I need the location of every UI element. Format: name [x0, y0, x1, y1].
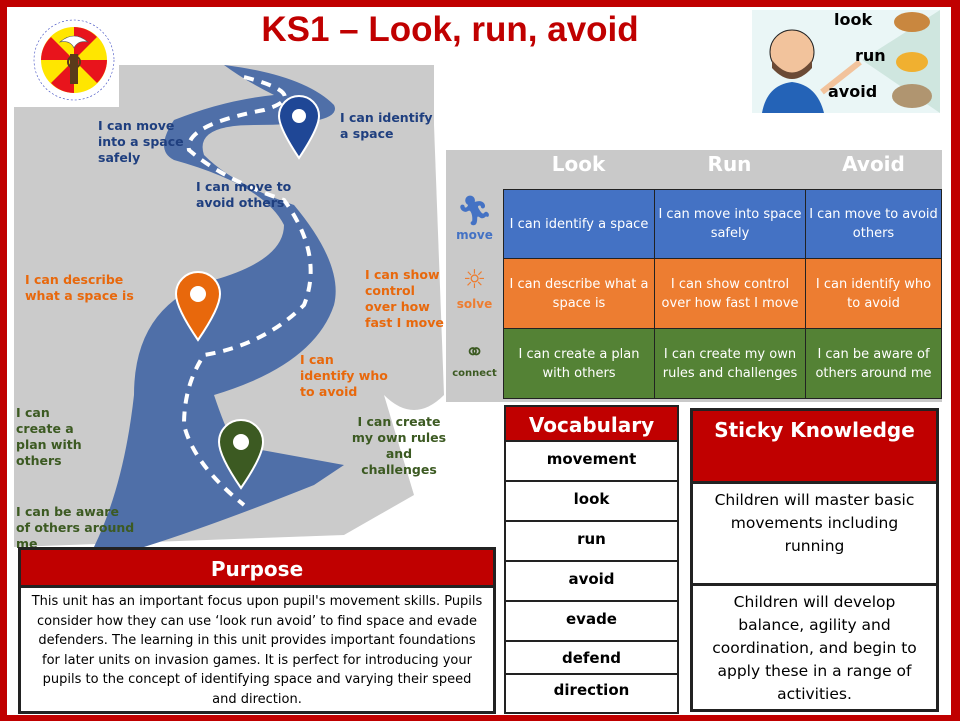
road-label-aware-others: I can be aware of others around me — [16, 504, 135, 551]
skills-grid: Look Run Avoid 🏃︎move ☼solve ⚭connect I … — [446, 150, 942, 402]
page-title: KS1 – Look, run, avoid — [261, 10, 639, 49]
row-label-solve: ☼solve — [446, 263, 503, 311]
vocab-word: evade — [504, 602, 679, 642]
grid-cell: I can move to avoid others — [805, 189, 942, 259]
bitmoji-word-run: run — [855, 46, 886, 65]
grid-cell: I can identify who to avoid — [805, 258, 942, 329]
road-label-identify-avoid: I can identify who to avoid — [300, 352, 388, 399]
vocab-word: avoid — [504, 562, 679, 602]
road-label-move-into-space: I can move into a space safely — [98, 118, 184, 165]
grid-cell: I can identify a space — [503, 189, 655, 259]
road-label-identify-space: I can identify a space — [340, 110, 433, 141]
vocabulary-box: Vocabulary movement look run avoid evade… — [504, 405, 679, 714]
vocab-word: look — [504, 482, 679, 522]
bitmoji-illustration: look run avoid — [752, 10, 940, 113]
bitmoji-word-look: look — [834, 10, 873, 29]
purpose-title: Purpose — [21, 550, 493, 588]
vocab-word: movement — [504, 442, 679, 482]
lightbulb-icon: ☼ — [462, 265, 487, 295]
sticky-knowledge-box: Sticky Knowledge Children will master ba… — [690, 408, 939, 712]
road-label-move-avoid: I can move to avoid others — [196, 179, 292, 210]
road-illustration — [14, 65, 444, 547]
grid-cell: I can create my own rules and challenges — [654, 328, 806, 399]
vocabulary-title: Vocabulary — [504, 405, 679, 442]
grid-cell: I can move into space safely — [654, 189, 806, 259]
sticky-item: Children will develop balance, agility a… — [712, 593, 917, 703]
map-pin-orange-icon — [174, 270, 222, 342]
grid-cell: I can describe what a space is — [503, 258, 655, 329]
vocab-word: defend — [504, 642, 679, 675]
road-label-own-rules: I can create my own rules and challenges — [351, 414, 447, 477]
grid-header-run: Run — [707, 152, 752, 176]
road-label-show-control: I can show control over how fast I move — [365, 267, 444, 330]
map-pin-blue-icon — [277, 94, 321, 160]
road-label-describe-space: I can describe what a space is — [25, 272, 134, 303]
sticky-item: Children will master basic movements inc… — [693, 484, 936, 586]
teacher-avatar-icon — [762, 10, 940, 113]
row-label-connect: ⚭connect — [446, 336, 503, 379]
sticky-knowledge-title: Sticky Knowledge — [693, 411, 936, 484]
grid-cell: I can create a plan with others — [503, 328, 655, 399]
grid-cell: I can show control over how fast I move — [654, 258, 806, 329]
row-label-move: 🏃︎move — [446, 194, 503, 242]
network-people-icon: ⚭ — [464, 338, 485, 366]
vocab-word: run — [504, 522, 679, 562]
grid-cell: I can be aware of others around me — [805, 328, 942, 399]
school-logo — [30, 16, 118, 104]
purpose-text: This unit has an important focus upon pu… — [31, 594, 483, 707]
map-pin-green-icon — [217, 418, 265, 490]
grid-header-look: Look — [551, 152, 606, 176]
running-person-icon: 🏃︎ — [456, 194, 493, 227]
road-label-create-plan: I can create a plan with others — [16, 405, 82, 468]
vocab-word: direction — [504, 675, 679, 714]
purpose-box: Purpose This unit has an important focus… — [18, 547, 496, 714]
learning-road-map: I can move into a space safely I can ide… — [14, 65, 447, 551]
bitmoji-word-avoid: avoid — [828, 82, 878, 101]
grid-header-avoid: Avoid — [842, 152, 905, 176]
